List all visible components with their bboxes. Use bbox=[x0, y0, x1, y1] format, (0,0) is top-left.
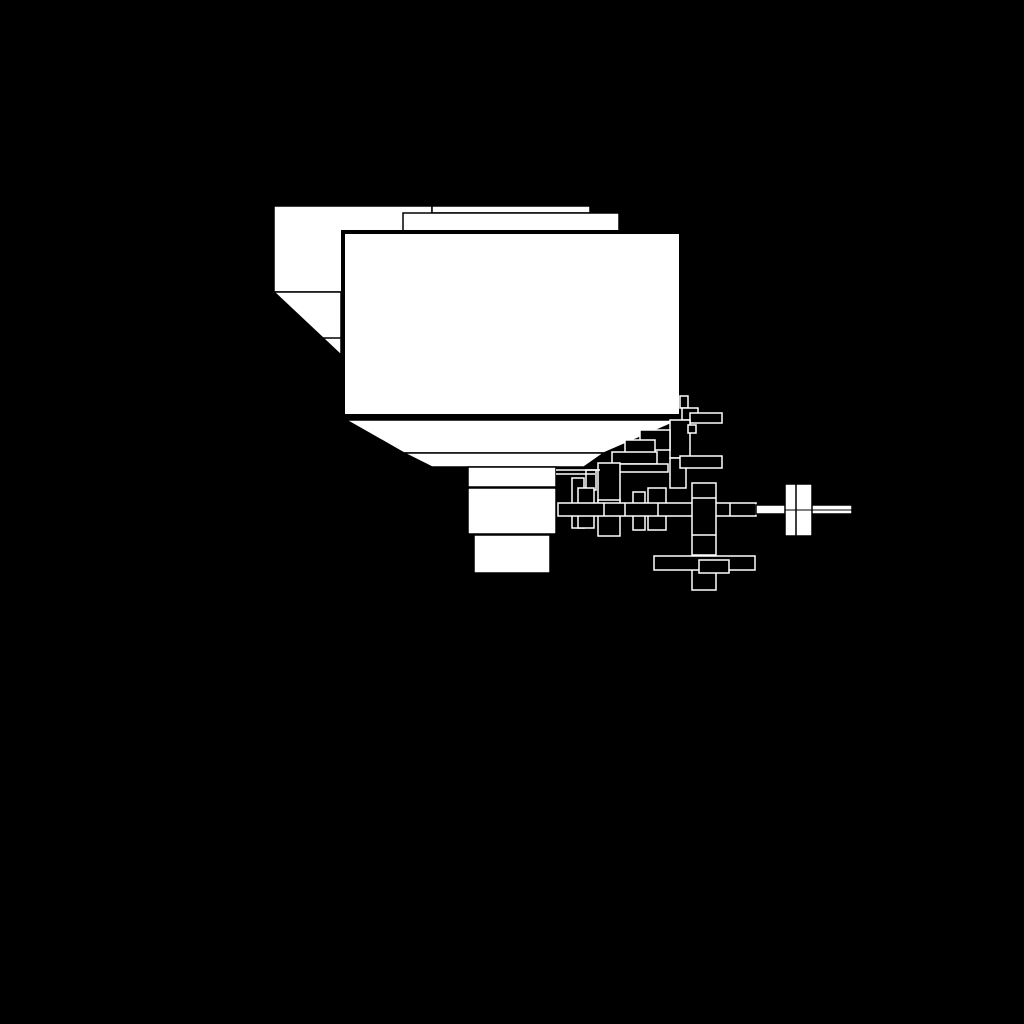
outlet-spout bbox=[473, 534, 551, 574]
outlet-collar bbox=[467, 466, 557, 488]
drive-shaft bbox=[557, 502, 757, 517]
back-top-strip bbox=[431, 205, 591, 214]
main-hopper-box bbox=[341, 230, 683, 418]
hopper-taper-lower bbox=[403, 452, 607, 468]
gear-frame bbox=[556, 395, 853, 591]
middle-box bbox=[402, 212, 620, 232]
vertical-arm bbox=[691, 482, 717, 591]
outlet-body bbox=[467, 487, 557, 535]
outlet-column bbox=[467, 466, 557, 574]
hopper-assembly bbox=[272, 205, 683, 468]
